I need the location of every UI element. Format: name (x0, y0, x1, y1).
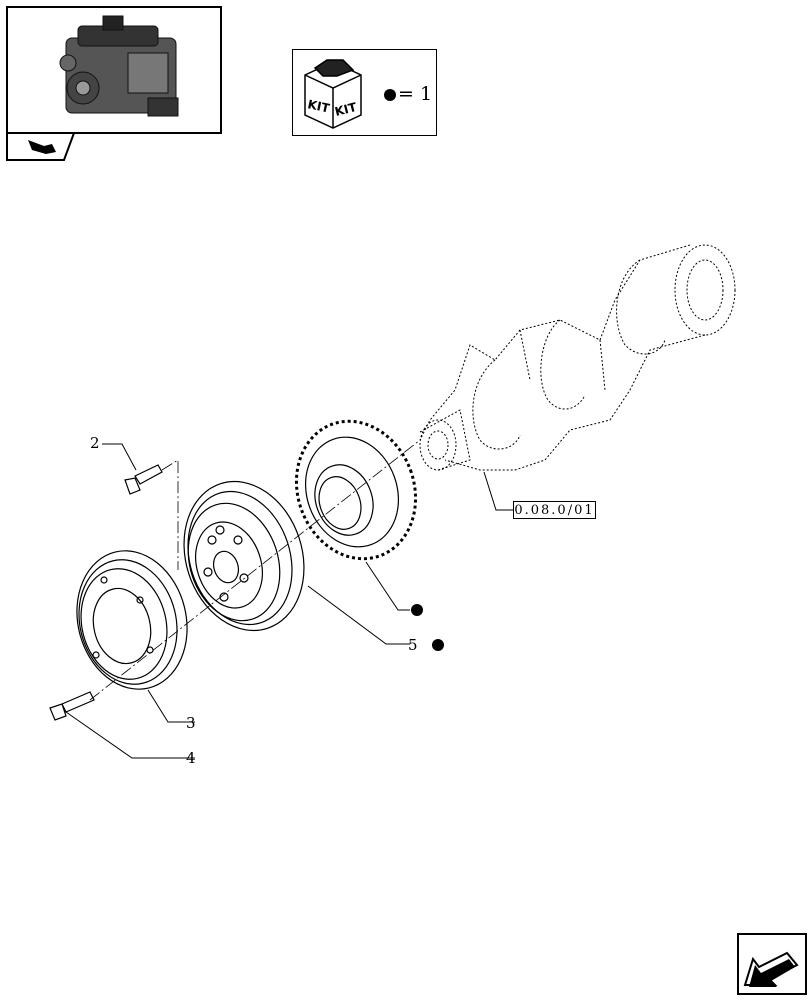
callout-2: 2 (90, 434, 100, 452)
crankshaft (419, 244, 736, 471)
next-page-button[interactable] (737, 933, 807, 995)
kit-label-right: KIT (333, 100, 358, 119)
kit-legend: KIT KIT (292, 49, 437, 136)
kit-dot-item5 (432, 639, 444, 651)
filled-circle-icon (384, 89, 396, 101)
tone-wheel (294, 419, 418, 561)
thumbnail-tab[interactable] (6, 132, 76, 162)
engine-thumbnail-icon (59, 15, 179, 117)
kit-box-icon: KIT KIT (304, 59, 396, 129)
bolt-item4 (49, 691, 95, 721)
bolt-item2 (124, 464, 163, 495)
callout-3: 3 (186, 714, 196, 732)
kit-label-left: KIT (306, 97, 331, 115)
arrow-tab-icon (28, 140, 56, 154)
callout-5: 5 (408, 636, 418, 654)
kit-quantity: = 1 (398, 83, 433, 105)
callout-4: 4 (186, 749, 196, 767)
reference-link[interactable]: 0.08.0/01 (513, 501, 596, 519)
arrow-nav-icon (743, 951, 799, 987)
engine-thumbnail[interactable] (6, 6, 222, 134)
damper-pulley (183, 480, 305, 632)
kit-dot-tone-wheel (411, 604, 423, 616)
front-pulley (76, 550, 188, 690)
